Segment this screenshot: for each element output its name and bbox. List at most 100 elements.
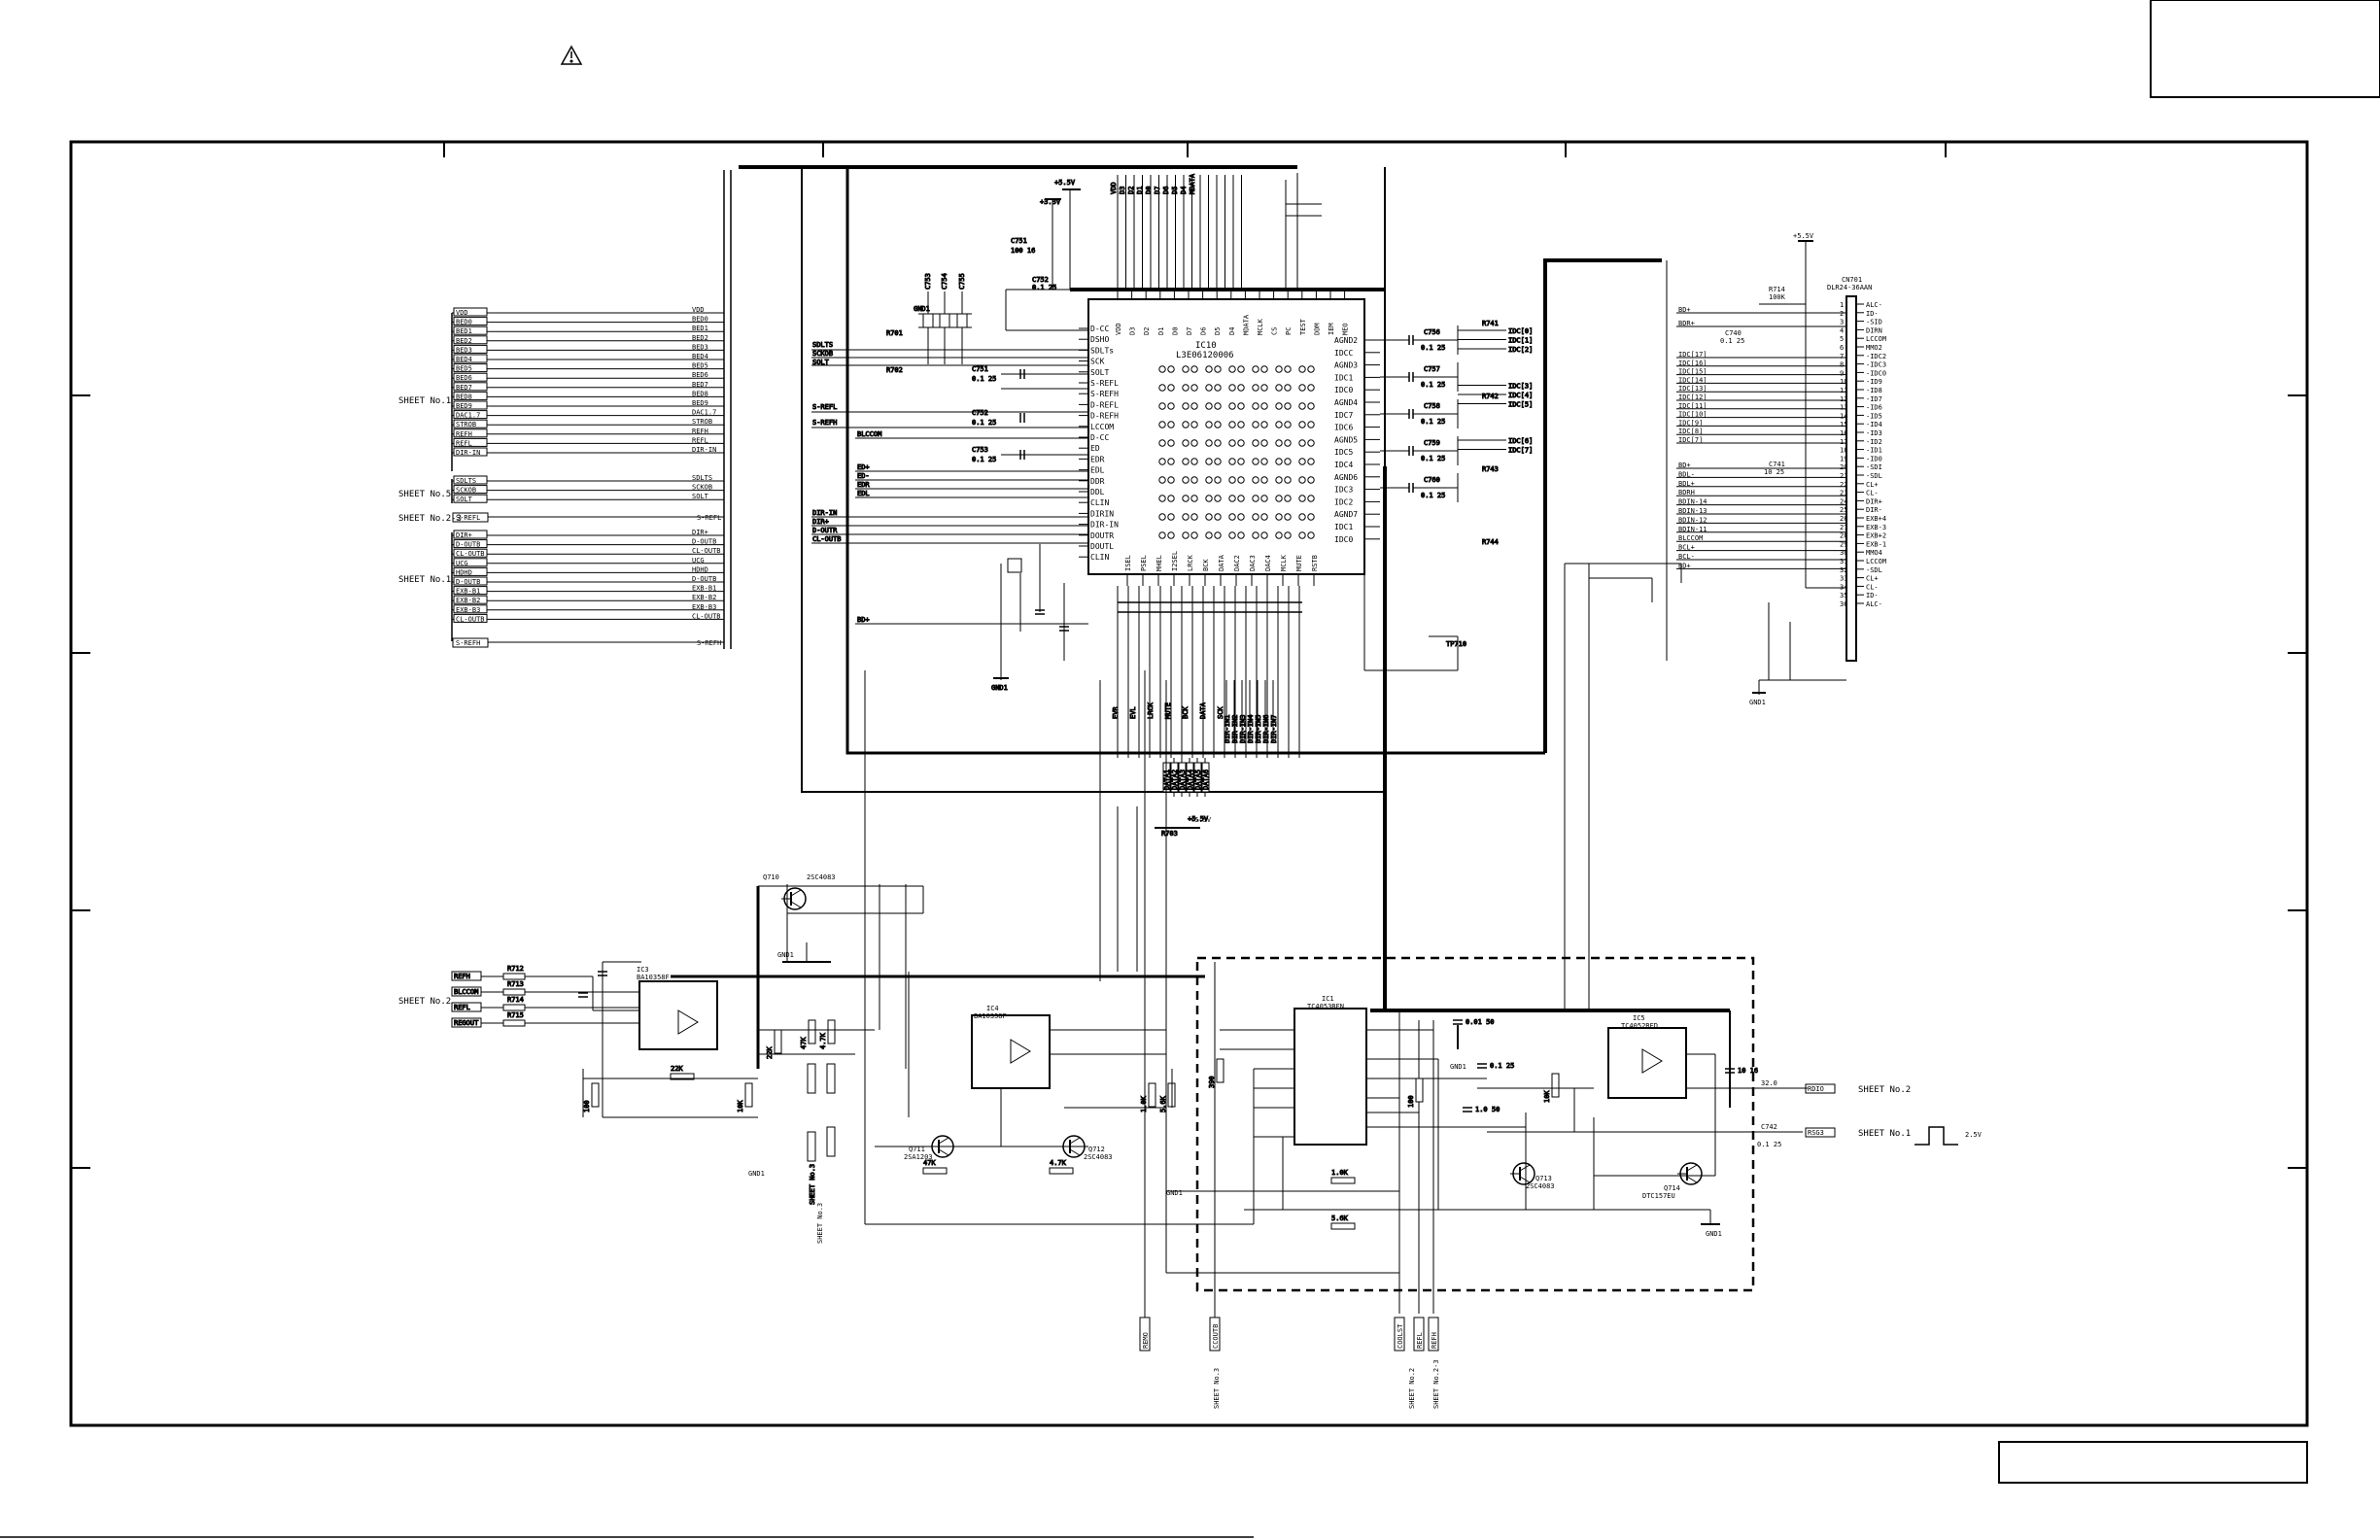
ic-pad <box>1298 495 1306 502</box>
connector-pin-label: EXB+2 <box>1866 532 1886 540</box>
ic-top-pin-label: D2 <box>1143 327 1151 335</box>
ic-pad <box>1284 384 1292 392</box>
ic-pad <box>1298 365 1306 373</box>
output-rdio: RDIO <box>1808 1085 1824 1093</box>
bus-tag-left <box>453 595 488 604</box>
vertical-net-label: EVR <box>1112 706 1120 719</box>
pulse-waveform-icon <box>1914 1126 1958 1146</box>
bus-tag-left <box>453 539 488 549</box>
resistor-symbol <box>1330 1177 1356 1184</box>
connector-net-label: BDRH <box>1678 489 1695 496</box>
bus-tag-left-text: DIR-IN <box>456 449 480 457</box>
connector-pin-label: EXB+4 <box>1866 515 1886 523</box>
net-srefh: S-REFH <box>812 419 837 427</box>
q713-ref: Q713 <box>1535 1175 1552 1182</box>
cap-label: C755 <box>958 273 966 290</box>
ic-left-pin-label: D-REFL <box>1090 400 1119 409</box>
connector-net-label: BDL+ <box>1678 480 1695 488</box>
ic-pad <box>1307 439 1315 447</box>
ic-pad <box>1237 531 1245 539</box>
connector-pin-number: 36 <box>1840 600 1847 608</box>
bus-tag-left-text: EXB-B3 <box>456 606 480 614</box>
connector-pin-number: 16 <box>1840 429 1847 437</box>
ic-pad <box>1298 458 1306 465</box>
bottom-tag <box>1394 1317 1405 1352</box>
ic-pad <box>1228 495 1236 502</box>
ic-bottom-pin-label: ISEL <box>1124 555 1132 571</box>
bus-tag-left <box>453 548 488 558</box>
bus-tag-left-text: D-OUTB <box>456 541 480 549</box>
ic-pad <box>1167 365 1175 373</box>
ic-pad <box>1237 476 1245 484</box>
gnd-bottom-b: GND1 <box>1166 1189 1183 1197</box>
ic-pad <box>1260 458 1268 465</box>
ic-top-pin-label: D4 <box>1228 327 1236 335</box>
connector-net-label: IDC[11] <box>1678 402 1707 410</box>
ic-pad <box>1260 402 1268 410</box>
bus-tag-left-text: HDHD <box>456 568 472 576</box>
ic-pad <box>1252 495 1259 502</box>
ic-right-pin-label: IDC0 <box>1334 386 1353 394</box>
ic-pad <box>1190 439 1198 447</box>
ic-pad <box>1167 513 1175 521</box>
ic-pad <box>1158 384 1166 392</box>
capacitor-symbol <box>922 313 934 328</box>
input-r-label: R714 <box>507 996 524 1004</box>
bus-tag-left <box>453 428 488 438</box>
ic-pad <box>1205 365 1213 373</box>
ic-pad <box>1167 402 1175 410</box>
connector-net-label: BDR+ <box>1678 320 1695 327</box>
ic-bottom-pin-label: MUTE <box>1295 555 1303 571</box>
q714-ref: Q714 <box>1664 1184 1680 1192</box>
resistor-symbol <box>1216 1058 1224 1083</box>
cap-array-label: C760 <box>1424 476 1440 484</box>
connector-pin-label: -SDL <box>1866 472 1882 480</box>
ic4-ref: IC4 <box>986 1005 999 1012</box>
bus-tag-left <box>453 613 488 623</box>
connector-net-label: BDIN-11 <box>1678 526 1707 533</box>
bus-tag-right-text: BED5 <box>692 362 708 370</box>
ic-bottom-pin-label: BCK <box>1202 559 1210 571</box>
ic-pad <box>1237 439 1245 447</box>
main-ic-part: L3E06120006 <box>1176 351 1234 360</box>
ic-right-pin-label: AGND3 <box>1334 361 1358 370</box>
ic-pad <box>1275 365 1283 373</box>
bus-tag-left <box>453 363 488 373</box>
connector-pin-label: -IDC3 <box>1866 361 1886 369</box>
ic-pad <box>1214 476 1222 484</box>
top-bus-label: D5 <box>1171 187 1179 194</box>
sheet-ref-no23-b: SHEET No.2-3 <box>1432 1359 1440 1409</box>
connector-net-label: BDIN-14 <box>1678 498 1707 506</box>
ic-left-pin-label: S-REFL <box>1090 379 1119 388</box>
ic-pad <box>1190 421 1198 428</box>
connector-pin-number: 5 <box>1840 335 1844 343</box>
right-r-label: R744 <box>1482 538 1499 546</box>
connector-pin-label: CL+ <box>1866 481 1879 489</box>
connector-pin-number: 12 <box>1840 395 1847 403</box>
capacitor-symbol <box>939 313 950 328</box>
ic-pad <box>1205 476 1213 484</box>
ic-pad <box>1190 458 1198 465</box>
ic-pad <box>1167 384 1175 392</box>
bus-tag-right-text: REFH <box>692 428 708 435</box>
ic-left-pin-label: D-CC <box>1090 433 1109 442</box>
ic-pad <box>1237 495 1245 502</box>
top-bus-label: D3 <box>1119 187 1126 194</box>
bus-tag-left <box>453 530 488 539</box>
bus-tag-right-text: D-OUTB <box>692 538 716 546</box>
resistor-symbol <box>1330 1222 1356 1230</box>
connector-net-label: BDL- <box>1678 470 1695 478</box>
bus-tag-left-text: EXB-B1 <box>456 588 480 596</box>
cap-value: 0.1 25 <box>972 375 996 383</box>
ic-top-pin-label: MEO <box>1342 323 1350 335</box>
ic-top-pin-label: D0 <box>1171 327 1179 335</box>
top-bus-label: VDD <box>1110 182 1118 194</box>
resistor-symbol <box>808 1019 816 1044</box>
ic-pad <box>1228 365 1236 373</box>
ic3-ref: IC3 <box>637 966 649 974</box>
ic-right-pin-label: IDC6 <box>1334 424 1353 432</box>
bus2-label: DIR-IN5 <box>1255 714 1262 743</box>
connector-pin-label: LCCOM <box>1866 558 1886 565</box>
